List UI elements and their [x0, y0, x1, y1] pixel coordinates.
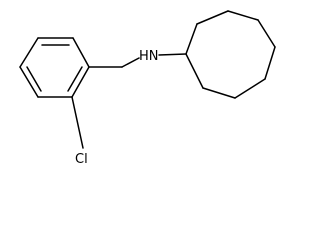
bond-c-cl: [71, 96, 84, 149]
bond-ring-5: [19, 66, 39, 98]
bond-c8-7: [202, 87, 236, 99]
bond-ring-3: [71, 66, 90, 98]
bond-c8-5: [264, 46, 276, 80]
benzene-ring: [19, 37, 90, 98]
chlorine-label: Cl: [75, 152, 88, 167]
double-bond-inner-left: [26, 66, 42, 92]
bond-c8-4: [257, 19, 276, 48]
bond-ch2-n: [121, 57, 140, 68]
bond-n-ring: [158, 53, 187, 56]
double-bond-inner-right: [67, 66, 83, 92]
bond-c8-6: [234, 78, 266, 99]
nitrogen-label: HN: [139, 49, 159, 64]
molecular-structure: HN Cl: [19, 10, 276, 167]
cyclooctane-ring: [185, 10, 276, 99]
bond-ring-6: [19, 37, 39, 68]
bond-c8-2: [196, 10, 229, 25]
bond-c8-1: [185, 23, 198, 55]
bond-ring-2: [72, 37, 90, 68]
bond-c8-3: [227, 10, 259, 21]
bond-c8-8: [185, 53, 204, 89]
